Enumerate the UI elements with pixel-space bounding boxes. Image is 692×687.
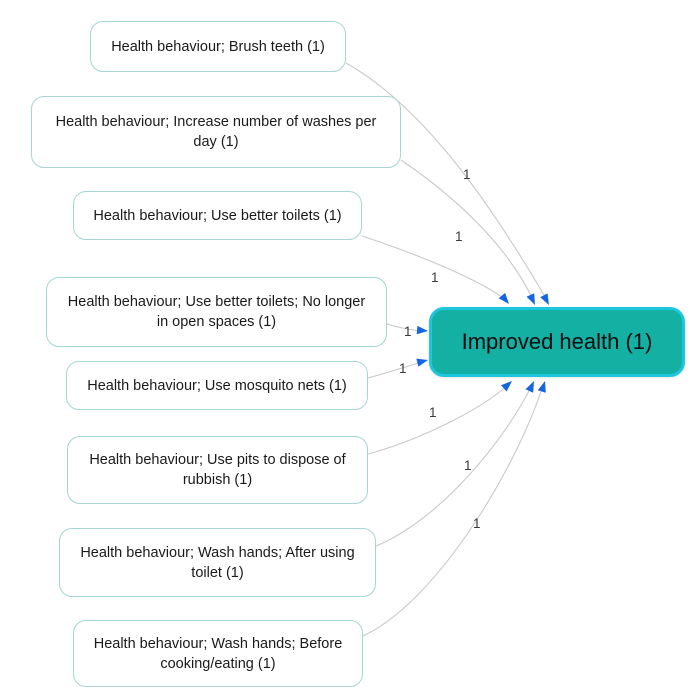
- edge-weight-label: 1: [399, 361, 407, 376]
- graph-node-mosquito-nets[interactable]: Health behaviour; Use mosquito nets (1): [66, 361, 368, 410]
- edge-line: [362, 384, 544, 637]
- node-label: Health behaviour; Use better toilets (1): [93, 207, 342, 224]
- edge-line: [367, 361, 423, 379]
- node-label: Health behaviour; Increase number of was…: [55, 114, 377, 150]
- graph-node-use-better-toilets[interactable]: Health behaviour; Use better toilets (1): [73, 191, 362, 240]
- edge-arrowhead: [525, 381, 534, 393]
- graph-node-no-open-spaces[interactable]: Health behaviour; Use better toilets; No…: [46, 277, 387, 347]
- edge-line: [367, 384, 509, 455]
- edge-arrowhead: [537, 381, 546, 393]
- graph-node-wash-after-toilet[interactable]: Health behaviour; Wash hands; After usin…: [59, 528, 376, 597]
- edge-arrowhead: [526, 293, 535, 305]
- edge-weight-label: 1: [473, 516, 481, 531]
- node-label: Health behaviour; Use better toilets; No…: [67, 294, 366, 330]
- node-label: Health behaviour; Use pits to dispose of…: [89, 452, 346, 488]
- central-node-label: Improved health (1): [461, 329, 653, 354]
- edge-weight-label: 1: [431, 270, 439, 285]
- edge-arrowhead: [501, 381, 512, 392]
- edge-arrowhead: [540, 293, 549, 305]
- edge-arrowhead: [416, 358, 428, 367]
- edge-weight-label: 1: [464, 458, 472, 473]
- node-label: Health behaviour; Wash hands; Before coo…: [93, 635, 343, 672]
- graph-node-brush-teeth[interactable]: Health behaviour; Brush teeth (1): [90, 21, 346, 72]
- node-label: Health behaviour; Wash hands; After usin…: [80, 544, 355, 581]
- graph-node-dispose-rubbish[interactable]: Health behaviour; Use pits to dispose of…: [67, 436, 368, 504]
- node-label: Health behaviour; Brush teeth (1): [111, 38, 325, 55]
- edge-arrowhead: [416, 325, 428, 335]
- edge-weight-label: 1: [463, 167, 471, 182]
- node-label: Health behaviour; Use mosquito nets (1): [87, 377, 347, 394]
- edge-weight-label: 1: [404, 324, 412, 339]
- graph-node-increase-washes[interactable]: Health behaviour; Increase number of was…: [31, 96, 401, 168]
- edge-weight-label: 1: [429, 405, 437, 420]
- edge-line: [375, 384, 533, 547]
- edge-weight-label: 1: [455, 229, 463, 244]
- graph-node-wash-before-eating[interactable]: Health behaviour; Wash hands; Before coo…: [73, 620, 363, 687]
- edge-arrowhead: [498, 292, 509, 304]
- graph-node-improved-health[interactable]: Improved health (1): [429, 307, 685, 377]
